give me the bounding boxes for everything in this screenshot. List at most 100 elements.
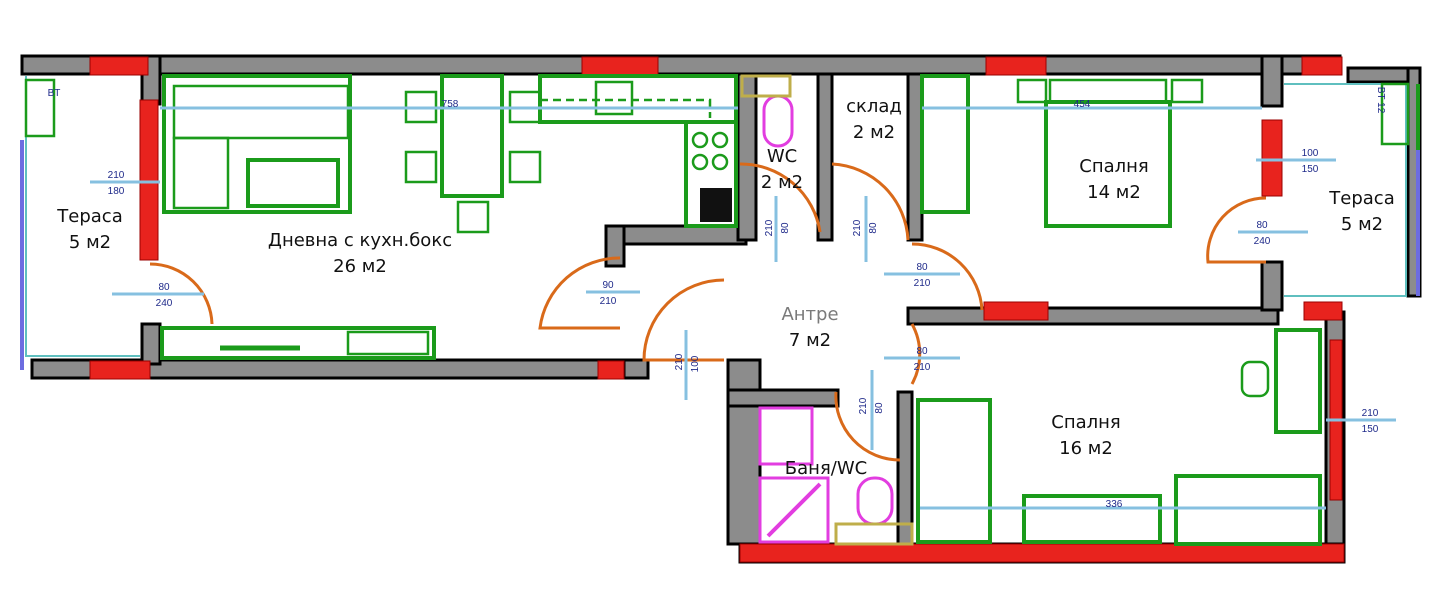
wall-living-right-lower [622,358,650,380]
wall-living-right-stub [604,224,748,246]
window-entry [597,360,625,380]
window-living-side [139,99,159,261]
dim-bath-door-h: 210 [858,397,869,414]
bedroom2-name: Спалня [1051,412,1120,433]
terrace-outlines [20,76,1420,370]
hall-name: Антре [781,304,838,325]
chair-5 [456,200,490,234]
wall-bedroom1-bottom [906,306,1280,326]
desk-chair [1240,360,1270,398]
shower [758,476,830,544]
wall-living-right-vertical [604,224,626,268]
door-living [538,256,621,330]
door-wc [739,162,822,233]
window-top-right [1301,56,1343,76]
wc-cistern [740,74,792,98]
bedroom1-name: Спалня [1079,156,1148,177]
living-name: Дневна с кухн.бокс [268,230,452,251]
door-storage [831,162,910,241]
bedroom1-area: 14 м2 [1087,182,1141,203]
hob-burner-1 [691,131,709,149]
kitchen-counter-side [684,120,738,228]
sofa-back [172,84,350,140]
dim-win-bed2-h: 150 [1362,424,1379,435]
dim-entry-w: 100 [690,355,701,372]
dim-bed2-door-h: 210 [914,362,931,373]
sanitary [740,74,914,546]
wall-top [20,54,1342,76]
wall-bath-top [726,388,840,408]
window-bedroom-divider [983,301,1049,321]
coffee-table [246,158,340,208]
tv-unit [160,326,436,360]
dim-entry-h: 210 [674,353,685,370]
bedroom2-area: 16 м2 [1059,438,1113,459]
wall-bath-left [726,358,762,546]
room-labels: Тераса 5 м2 Дневна с кухн.бокс 26 м2 WC … [56,96,1394,479]
storage-area: 2 м2 [853,122,895,143]
tv-unit-inner [346,330,430,356]
oven [700,188,732,222]
bt-marker-left: BT [48,88,61,99]
sofa-chaise [172,136,230,210]
window-terrace-right-side [1261,119,1283,197]
dim-win-left-h: 180 [108,186,125,197]
window-top-left [89,56,149,76]
bath-washbasin [758,406,814,466]
door-bath [834,391,901,462]
bed-2-single [916,398,992,544]
wardrobe-bedroom2 [1022,494,1162,544]
bedroom2-furniture [916,328,1322,546]
doors [149,162,1267,462]
kitchen-sink [594,80,634,116]
bed-1-pillows [1048,78,1168,104]
dining-table [440,74,504,198]
dim-bedroom2-width: 336 [1106,499,1123,510]
bath-name: Баня/WC [785,458,867,479]
chair-4 [508,150,542,184]
dim-door-right-w: 80 [1256,220,1268,231]
chair-2 [404,150,438,184]
dim-door-left-h: 240 [156,298,173,309]
dim-bath-door-w: 80 [874,402,885,414]
shower-diagonal [766,482,822,538]
bedroom1-furniture [1016,78,1204,228]
measure-lines [90,106,1396,510]
dim-door-living-w: 90 [602,280,614,291]
storage-shelves [920,74,970,214]
door-bedroom2 [910,323,922,385]
dim-door-left-w: 80 [158,282,170,293]
terrace-left-outline [25,76,140,357]
dim-door-right-h: 240 [1254,236,1271,247]
dim-wc-door-h: 210 [764,219,775,236]
terrace-left-area: 5 м2 [69,232,111,253]
terrace-right-area: 5 м2 [1341,214,1383,235]
bt-unit-left [24,78,56,138]
dim-living-width: 758 [442,99,459,110]
nightstand-1b [1170,78,1204,104]
dim-wc-door-w: 80 [780,222,791,234]
wall-storage-right [906,72,924,242]
wardrobe-bedroom1 [920,74,970,214]
bt-unit-right [1380,82,1410,146]
dim-win-left-w: 210 [108,170,125,181]
dim-win-right-h: 150 [1302,164,1319,175]
sofa [162,74,352,214]
door-terrace-left [149,262,214,325]
wall-right-bottom [1260,260,1284,312]
dim-bedroom1-width: 454 [1074,99,1091,110]
wc-area: 2 м2 [761,172,803,193]
kitchen-dashed-line [540,98,712,118]
terrace-right-name: Тераса [1328,188,1394,209]
terrace-left-name: Тераса [56,206,122,227]
terrace-right-outline [1284,83,1407,297]
dim-bed1-door-w: 80 [916,262,928,273]
dim-storage-door-w: 80 [868,222,879,234]
nightstand-1a [1016,78,1048,104]
bath-toilet [856,476,894,526]
wall-left-inner-bottom [140,322,162,366]
bed-2-double [1174,474,1322,546]
storage-name: склад [846,96,902,117]
wc-toilet [762,94,794,148]
